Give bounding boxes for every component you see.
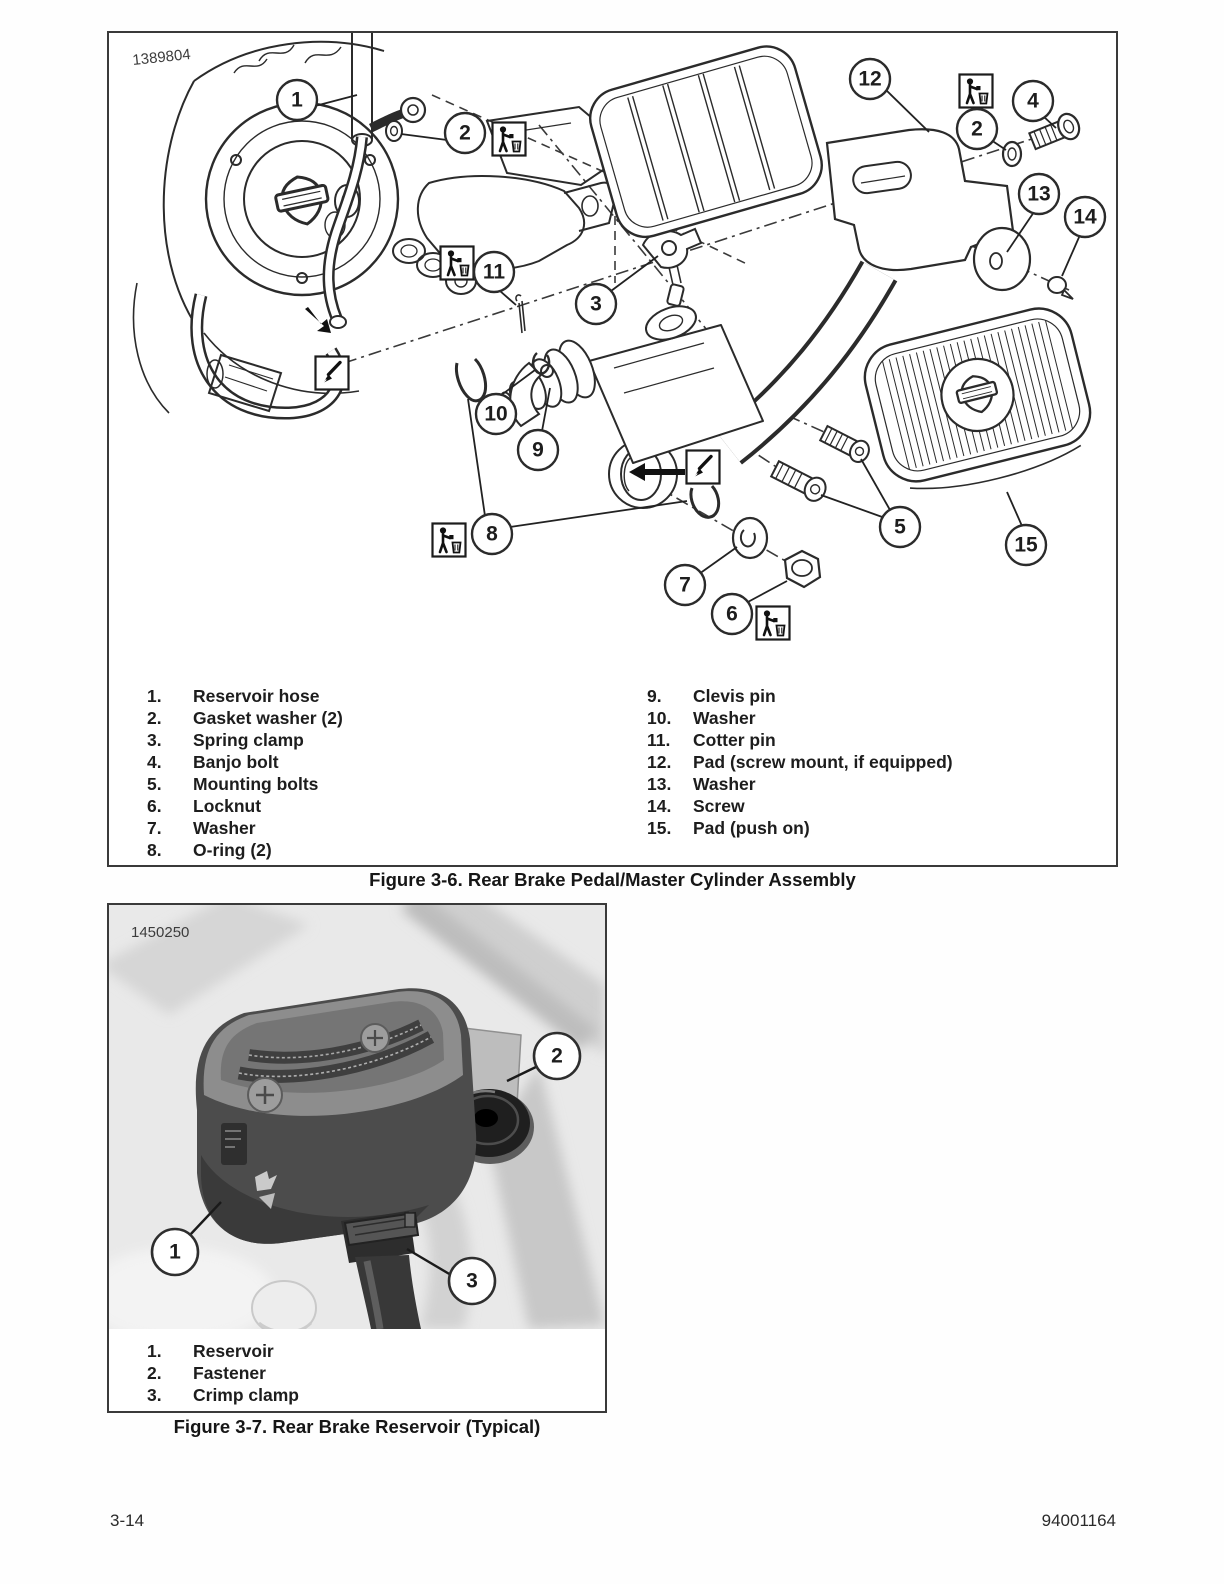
pad-screw-mount-art (589, 45, 1015, 272)
list-item: 4.Banjo bolt (147, 752, 279, 772)
svg-text:7: 7 (679, 574, 691, 597)
callout-15: 15 (1004, 523, 1048, 567)
callout-1: 1 (150, 1227, 200, 1277)
fluid-applicator-icon (629, 448, 722, 486)
svg-text:3: 3 (590, 293, 602, 316)
list-item: 1.Reservoir (147, 1341, 274, 1361)
photo-rear-brake-reservoir: 1450250 1 2 3 (109, 905, 605, 1329)
pad-push-on-art (863, 307, 1092, 490)
callouts: 1 2 3 (150, 1031, 582, 1306)
list-item: 2.Fastener (147, 1363, 266, 1383)
callout-11: 11 (472, 250, 516, 294)
exploded-diagram-rear-brake-pedal: 1389804 (132, 33, 1107, 641)
svg-text:14: 14 (1073, 206, 1097, 229)
figure-3-7-frame: 1450250 1 2 3 1.Reservoir 2.Fastener 3.C… (107, 903, 607, 1413)
o-ring-art (454, 357, 487, 402)
fluid-applicator-icon (313, 354, 351, 392)
disposal-icon (958, 73, 994, 109)
list-item: 7.Washer (147, 818, 256, 838)
disposal-icon (755, 605, 791, 641)
svg-text:8: 8 (486, 523, 498, 546)
list-item: 13.Washer (647, 774, 756, 794)
list-item: 9.Clevis pin (647, 686, 776, 706)
svg-text:9: 9 (532, 439, 544, 462)
mounting-bolts-art (769, 424, 870, 502)
svg-text:4: 4 (1027, 90, 1039, 113)
callout-3: 3 (574, 282, 618, 326)
list-item: 8.O-ring (2) (147, 840, 272, 860)
callout-3: 3 (447, 1256, 497, 1306)
svg-text:2: 2 (459, 122, 471, 145)
figure-3-6-caption: Figure 3-6. Rear Brake Pedal/Master Cyli… (369, 869, 856, 890)
callouts: 1 2 11 3 12 2 4 13 14 10 9 8 7 6 5 15 (275, 57, 1107, 636)
page-number: 3-14 (110, 1511, 145, 1530)
callout-9: 9 (516, 428, 560, 472)
svg-text:11: 11 (483, 261, 506, 284)
list-item: 3.Spring clamp (147, 730, 304, 750)
callout-2: 2 (532, 1031, 582, 1081)
svg-text:10: 10 (484, 403, 507, 426)
figure-3-7-caption: Figure 3-7. Rear Brake Reservoir (Typica… (173, 1416, 541, 1437)
list-item: 6.Locknut (147, 796, 262, 816)
svg-text:1: 1 (169, 1241, 181, 1264)
callout-14: 14 (1063, 195, 1107, 239)
disposal-icon (491, 121, 527, 157)
svg-text:13: 13 (1027, 183, 1050, 206)
figure-3-7-photo-id: 1450250 (131, 924, 189, 941)
callout-13: 13 (1017, 172, 1061, 216)
svg-text:1: 1 (291, 89, 303, 112)
svg-text:2: 2 (971, 118, 983, 141)
callout-5: 5 (878, 505, 922, 549)
washer-nut-art (689, 484, 822, 589)
figure-3-6-photo-id: 1389804 (132, 46, 192, 69)
callout-2-right: 2 (955, 107, 999, 151)
svg-text:5: 5 (894, 516, 906, 539)
disposal-icon (431, 522, 467, 558)
reservoir-hose-art (305, 96, 427, 333)
list-item: 12.Pad (screw mount, if equipped) (647, 752, 953, 772)
callout-12: 12 (848, 57, 892, 101)
list-item: 11.Cotter pin (647, 730, 776, 750)
callout-leader-lines (188, 1064, 539, 1277)
spring-clamp-art (641, 227, 703, 307)
callout-4: 4 (1011, 79, 1055, 123)
svg-text:2: 2 (551, 1045, 563, 1068)
callout-8: 8 (470, 512, 514, 556)
list-item: 14.Screw (647, 796, 745, 816)
callout-2-left: 2 (443, 111, 487, 155)
list-item: 5.Mounting bolts (147, 774, 319, 794)
svg-text:3: 3 (466, 1270, 478, 1293)
document-number: 94001164 (1041, 1511, 1116, 1530)
callout-1: 1 (275, 78, 319, 122)
svg-text:15: 15 (1014, 534, 1038, 557)
reservoir-art (195, 988, 534, 1329)
list-item: 15.Pad (push on) (647, 818, 810, 838)
master-cylinder-art (500, 260, 898, 509)
list-item: 3.Crimp clamp (147, 1385, 299, 1405)
svg-text:12: 12 (858, 68, 881, 91)
list-item: 1.Reservoir hose (147, 686, 320, 706)
parts-list-right: 9.Clevis pin 10.Washer 11.Cotter pin 12.… (647, 685, 953, 839)
disposal-icon (439, 245, 475, 281)
callout-7: 7 (663, 563, 707, 607)
callout-leader-lines (314, 89, 1081, 604)
washer-screw-art (972, 226, 1074, 300)
list-item: 10.Washer (647, 708, 756, 728)
callout-6: 6 (710, 592, 754, 636)
list-item: 2.Gasket washer (2) (147, 708, 343, 728)
svg-text:6: 6 (726, 603, 738, 626)
parts-list-left: 1.Reservoir hose 2.Gasket washer (2) 3.S… (147, 685, 343, 861)
engine-derby-logo (270, 170, 334, 231)
parts-list: 1.Reservoir 2.Fastener 3.Crimp clamp (147, 1340, 299, 1406)
callout-10: 10 (474, 392, 518, 436)
banjo-bolt-art (1001, 112, 1081, 168)
figure-3-6-frame: 1389804 (107, 31, 1118, 867)
pointer-arrow (305, 307, 331, 333)
